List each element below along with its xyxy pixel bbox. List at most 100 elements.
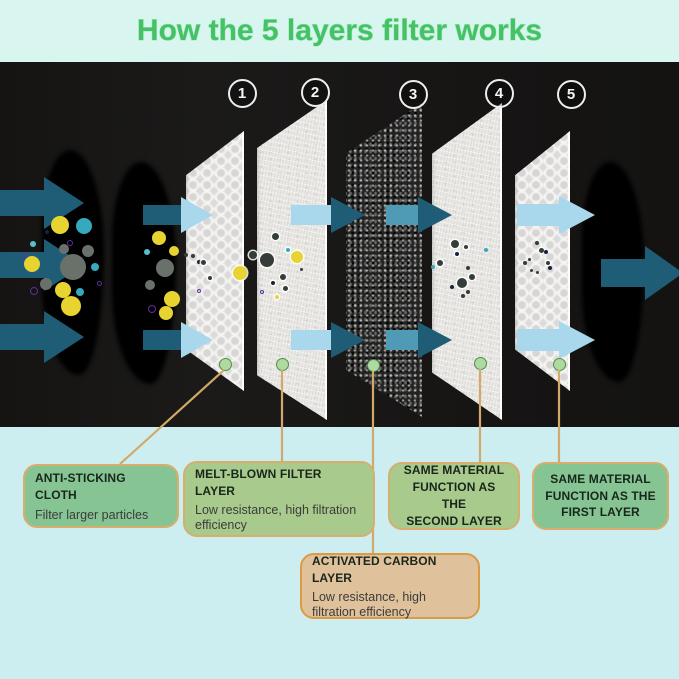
particle [275, 295, 279, 299]
arrow-shaft [601, 259, 645, 287]
step-number-3: 3 [398, 79, 428, 109]
arrow-shaft [386, 330, 418, 350]
particle [450, 285, 454, 289]
particle [299, 267, 303, 271]
particle [535, 270, 539, 274]
particle [61, 296, 81, 316]
step-number-4: 4 [484, 78, 514, 108]
particle [152, 231, 166, 245]
page-title: How the 5 layers filter works [136, 14, 543, 48]
particle [451, 240, 459, 248]
particle [60, 254, 86, 280]
arrow-shaft [517, 204, 559, 226]
particle [164, 291, 180, 307]
particle [523, 261, 527, 265]
particle [145, 280, 155, 290]
callout-subtitle: Low resistance, high filtration efficien… [195, 503, 357, 532]
particle [59, 244, 69, 254]
particle [282, 285, 288, 291]
arrow-shaft [517, 329, 559, 351]
title-bar: How the 5 layers filter works [0, 0, 679, 62]
particle [76, 288, 84, 296]
particle [437, 260, 443, 266]
arrow-head [645, 246, 679, 300]
callout-box: SAME MATERIAL FUNCTION AS THE FIRST LAYE… [532, 462, 669, 530]
arrow-shaft [386, 205, 418, 225]
activated-carbon-layer [346, 103, 422, 417]
particle [184, 253, 188, 257]
particle [91, 263, 99, 271]
particle [466, 290, 470, 294]
particle [529, 268, 533, 272]
particle [24, 256, 40, 272]
particle [208, 276, 212, 280]
particle [535, 241, 539, 245]
particle [271, 281, 275, 285]
particle [191, 254, 195, 258]
particle [527, 257, 531, 261]
particle [484, 248, 488, 252]
particle [156, 259, 174, 277]
step-number-2: 2 [300, 77, 330, 107]
flow-arrow [291, 197, 365, 233]
particle [200, 259, 206, 265]
arrow-shaft [143, 205, 181, 225]
flow-arrow [601, 246, 679, 300]
second-melt-blown-layer [432, 103, 502, 420]
arrow-head [331, 322, 365, 358]
particle [455, 252, 459, 256]
arrow-head [181, 322, 213, 358]
particle [82, 245, 94, 257]
particle [67, 240, 73, 246]
arrow-head [559, 321, 595, 359]
particle [546, 261, 550, 265]
callout-box: SAME MATERIAL FUNCTION AS THE SECOND LAY… [388, 462, 520, 530]
callout-title: SAME MATERIAL FUNCTION AS THE SECOND LAY… [403, 463, 505, 528]
particle [148, 305, 156, 313]
particle [233, 266, 247, 280]
particle [544, 250, 548, 254]
flow-arrow [0, 177, 84, 229]
particle [431, 265, 435, 269]
flow-arrow [0, 311, 84, 363]
particle [291, 251, 303, 263]
particle [169, 246, 179, 256]
particle [51, 216, 69, 234]
particle [260, 290, 264, 294]
layer-callout-dot [473, 356, 487, 370]
flow-arrow [291, 322, 365, 358]
particle [538, 247, 544, 253]
particle [45, 230, 49, 234]
particle [548, 266, 552, 270]
flow-arrow [386, 322, 452, 358]
flow-arrow [386, 197, 452, 233]
flow-arrow [143, 322, 213, 358]
arrow-shaft [291, 205, 331, 225]
arrow-head [44, 311, 84, 363]
particle [271, 232, 279, 240]
arrow-shaft [143, 330, 181, 350]
particle [55, 282, 71, 298]
particle [197, 260, 201, 264]
layer-callout-dot [275, 357, 289, 371]
particle [461, 294, 465, 298]
arrow-head [559, 196, 595, 234]
particle [286, 248, 290, 252]
flow-arrow [517, 321, 595, 359]
particle [159, 306, 173, 320]
particle [40, 278, 52, 290]
callout-title: SAME MATERIAL FUNCTION AS THE FIRST LAYE… [545, 471, 656, 520]
flow-arrow [517, 196, 595, 234]
callout-title: ACTIVATED CARBON LAYER [312, 553, 437, 585]
arrow-head [181, 197, 213, 233]
particle [30, 241, 36, 247]
particle [30, 287, 38, 295]
arrow-head [331, 197, 365, 233]
particle [249, 251, 257, 259]
arrow-head [418, 197, 452, 233]
